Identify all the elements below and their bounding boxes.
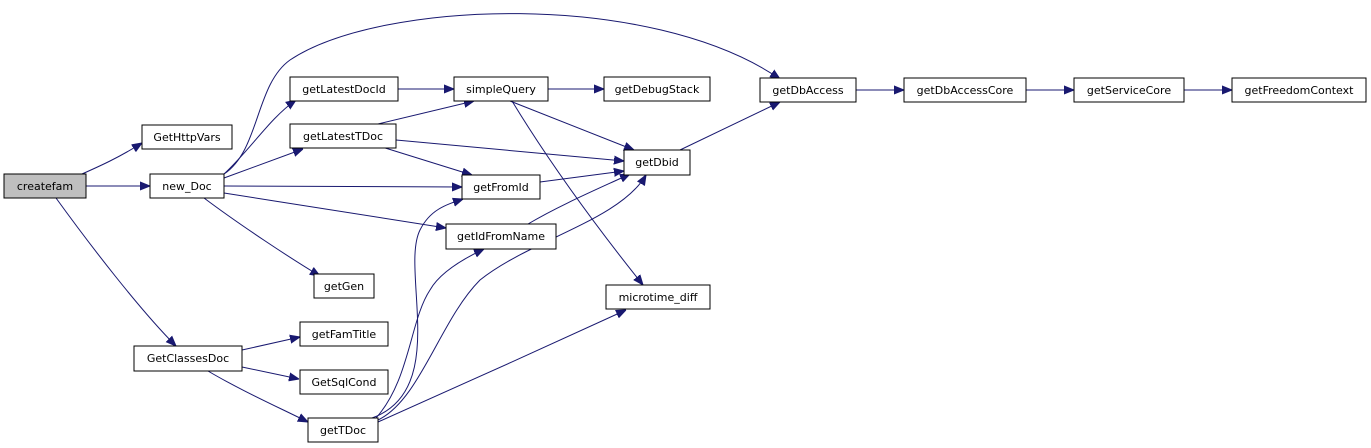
node-new-doc[interactable]: new_Doc: [149, 173, 225, 199]
node-new-doc-label: new_Doc: [162, 180, 211, 193]
node-getidfromname-label: getIdFromName: [457, 230, 545, 243]
edge-gettdoc-getfromid: [371, 199, 463, 419]
edge-getclassesdoc-getsqlcond: [241, 366, 299, 379]
node-getfromid-label: getFromId: [473, 181, 529, 194]
node-simplequery[interactable]: simpleQuery: [453, 76, 549, 102]
node-getclassesdoc[interactable]: GetClassesDoc: [133, 345, 243, 372]
edge-simplequery-microtime-diff: [511, 100, 643, 285]
node-microtime-diff-label: microtime_diff: [619, 291, 698, 304]
node-getsqlcond[interactable]: GetSqlCond: [299, 369, 389, 395]
edge-new-doc-getdbaccess: [223, 13, 780, 175]
edge-getlatesttdoc-simplequery: [377, 101, 474, 125]
edges: [55, 13, 1232, 423]
node-simplequery-label: simpleQuery: [466, 83, 536, 96]
node-getclassesdoc-label: GetClassesDoc: [147, 352, 229, 365]
edge-getlatesttdoc-getdbid: [395, 139, 624, 161]
node-gethttpvars-label: GetHttpVars: [153, 131, 220, 144]
node-getgen-label: getGen: [324, 280, 364, 293]
edge-getclassesdoc-gettdoc: [207, 370, 308, 422]
node-getlatesttdoc-label: getLatestTDoc: [303, 130, 383, 143]
edge-gettdoc-getidfromname: [375, 249, 484, 419]
edge-createfam-getclassesdoc: [55, 197, 176, 346]
edge-gettdoc-getdbid: [377, 175, 646, 421]
node-getfamtitle[interactable]: getFamTitle: [299, 321, 389, 347]
edge-gettdoc-microtime-diff: [377, 310, 626, 423]
node-getfamtitle-label: getFamTitle: [312, 328, 377, 341]
node-getservicecore-label: getServiceCore: [1087, 84, 1171, 97]
edge-getidfromname-getdbid: [527, 174, 630, 225]
node-getdbaccess-label: getDbAccess: [772, 84, 843, 97]
node-getdbaccess[interactable]: getDbAccess: [759, 77, 857, 103]
node-getlatesttdoc[interactable]: getLatestTDoc: [289, 123, 397, 149]
node-gettdoc-label: getTDoc: [320, 424, 366, 437]
edge-new-doc-getlatestdocid: [223, 100, 296, 175]
node-getdebugstack[interactable]: getDebugStack: [603, 76, 711, 102]
node-getdbaccesscore-label: getDbAccessCore: [917, 84, 1014, 97]
node-getfromid[interactable]: getFromId: [461, 174, 541, 200]
node-getfreedomcontext[interactable]: getFreedomContext: [1231, 77, 1367, 103]
edge-getlatesttdoc-getfromid: [381, 146, 472, 175]
nodes: createfam GetHttpVars new_Doc GetClasses…: [3, 76, 1367, 443]
node-getdbid[interactable]: getDbid: [623, 149, 691, 176]
node-getservicecore[interactable]: getServiceCore: [1073, 77, 1185, 103]
node-gettdoc[interactable]: getTDoc: [307, 417, 379, 443]
node-getdbid-label: getDbid: [635, 156, 679, 169]
edge-getclassesdoc-getfamtitle: [241, 337, 300, 351]
edge-new-doc-getfromid: [223, 186, 462, 187]
node-getsqlcond-label: GetSqlCond: [312, 376, 377, 389]
edge-getdbid-getdbaccess: [679, 102, 780, 151]
node-getfreedomcontext-label: getFreedomContext: [1245, 84, 1355, 97]
edge-getfromid-getdbid: [539, 171, 624, 183]
node-createfam[interactable]: createfam: [3, 173, 87, 199]
edge-new-doc-getidfromname: [223, 192, 446, 228]
node-createfam-label: createfam: [17, 180, 73, 193]
edge-new-doc-getgen: [203, 197, 320, 276]
edge-new-doc-getlatesttdoc: [223, 149, 303, 179]
edge-simplequery-getdbid: [509, 100, 634, 150]
node-getgen[interactable]: getGen: [313, 273, 375, 299]
node-getdebugstack-label: getDebugStack: [615, 83, 700, 96]
edge-createfam-gethttpvars: [81, 143, 142, 175]
node-getlatestdocid-label: getLatestDocId: [302, 83, 386, 96]
node-getlatestdocid[interactable]: getLatestDocId: [289, 76, 399, 102]
node-getdbaccesscore[interactable]: getDbAccessCore: [903, 77, 1027, 103]
node-microtime-diff[interactable]: microtime_diff: [605, 284, 711, 310]
node-getidfromname[interactable]: getIdFromName: [445, 223, 557, 250]
node-gethttpvars[interactable]: GetHttpVars: [141, 124, 233, 150]
